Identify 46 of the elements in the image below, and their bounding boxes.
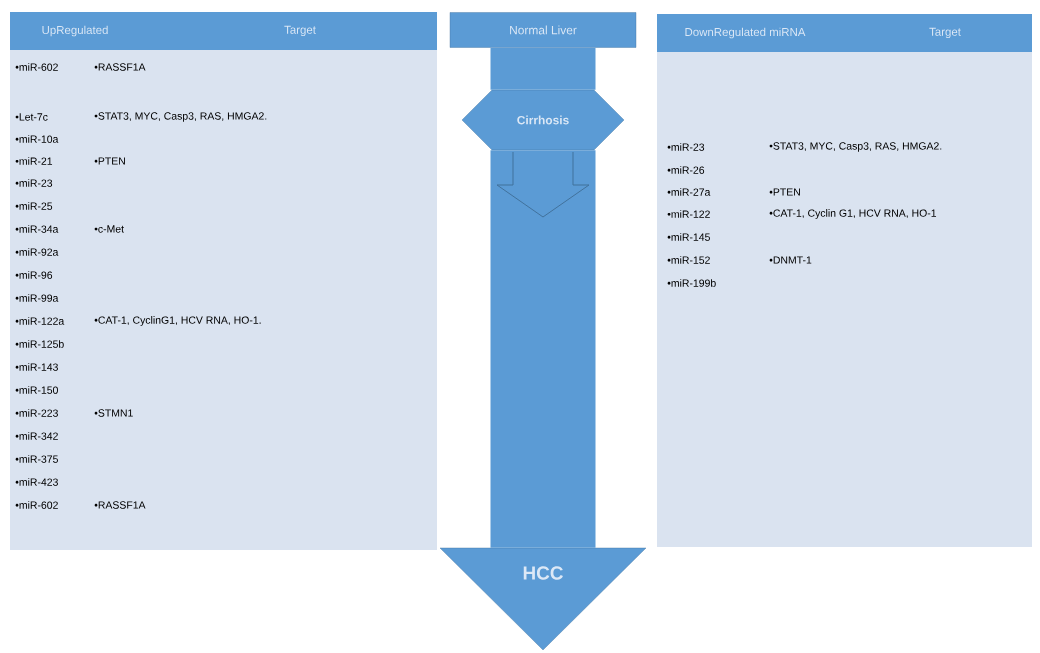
list-item: •miR-152 (667, 256, 710, 264)
list-item: •PTEN (769, 188, 800, 196)
column-header: DownRegulated miRNA (685, 27, 806, 39)
stage-box: Normal Liver (449, 12, 637, 48)
list-item: •STAT3, MYC, Casp3, RAS, HMGA2. (94, 112, 267, 122)
list-item: •miR-10a (15, 135, 59, 143)
list-item: •CAT-1, Cyclin G1, HCV RNA, HO-1 (769, 209, 937, 219)
list-item: •miR-602 (15, 501, 58, 509)
list-item: •PTEN (94, 157, 125, 165)
list-item: •miR-602 (15, 63, 58, 71)
list-item: •miR-122a (15, 317, 65, 325)
list-item: •STMN1 (94, 409, 133, 417)
list-item: •miR-34a (15, 225, 59, 233)
list-item: •miR-150 (15, 386, 58, 394)
list-item: •miR-92a (15, 248, 59, 256)
arrow-head: HCC (439, 547, 647, 651)
list-item: •miR-125b (15, 340, 64, 348)
list-item: •miR-145 (667, 233, 710, 241)
list-item: •Let-7c (15, 113, 48, 121)
list-item: •miR-23 (15, 179, 53, 187)
table-panel (10, 12, 437, 550)
list-item: •miR-25 (15, 202, 53, 210)
table-panel (657, 14, 1032, 547)
list-item: •miR-27a (667, 188, 711, 196)
list-item: •miR-23 (667, 143, 705, 151)
list-item: •miR-96 (15, 271, 53, 279)
list-item: •miR-26 (667, 166, 705, 174)
list-item: •miR-199b (667, 279, 716, 287)
list-item: •miR-122 (667, 210, 710, 218)
stage-hexagon: Cirrhosis (461, 89, 625, 151)
list-item: •miR-21 (15, 157, 53, 165)
list-item: •miR-143 (15, 363, 58, 371)
list-item: •CAT-1, CyclinG1, HCV RNA, HO-1. (94, 316, 261, 326)
column-header: Target (929, 27, 961, 39)
list-item: •RASSF1A (94, 501, 146, 509)
list-item: •miR-375 (15, 455, 58, 463)
list-item: •miR-99a (15, 294, 59, 302)
list-item: •STAT3, MYC, Casp3, RAS, HMGA2. (769, 142, 942, 152)
column-header: Target (284, 25, 316, 37)
list-item: •RASSF1A (94, 63, 146, 71)
list-item: •miR-423 (15, 478, 58, 486)
list-item: •miR-342 (15, 432, 58, 440)
list-item: •c-Met (94, 225, 124, 233)
column-header: UpRegulated (42, 25, 108, 37)
list-item: •DNMT-1 (769, 256, 812, 264)
list-item: •miR-223 (15, 409, 58, 417)
